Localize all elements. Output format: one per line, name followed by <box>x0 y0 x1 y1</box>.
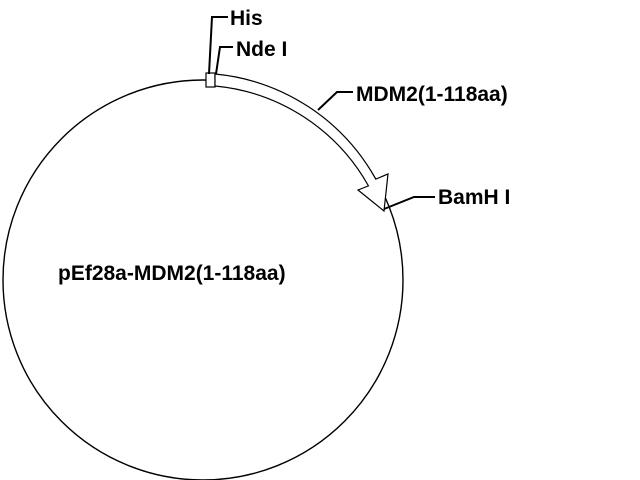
nde-label: Nde I <box>236 38 287 61</box>
insert-label: MDM2(1-118aa) <box>356 83 508 106</box>
nde-leader-line <box>215 46 233 75</box>
bamh-leader-line <box>383 196 435 210</box>
insert-arrow <box>214 73 389 213</box>
insert-leader-line <box>317 91 353 111</box>
bamh-label: BamH I <box>438 186 510 209</box>
plasmid-circle <box>2 79 404 480</box>
his-leader-line <box>208 16 228 75</box>
his-label: His <box>230 7 263 30</box>
plasmid-name: pEf28a-MDM2(1-118aa) <box>58 262 286 285</box>
his-tag-box <box>205 72 216 88</box>
